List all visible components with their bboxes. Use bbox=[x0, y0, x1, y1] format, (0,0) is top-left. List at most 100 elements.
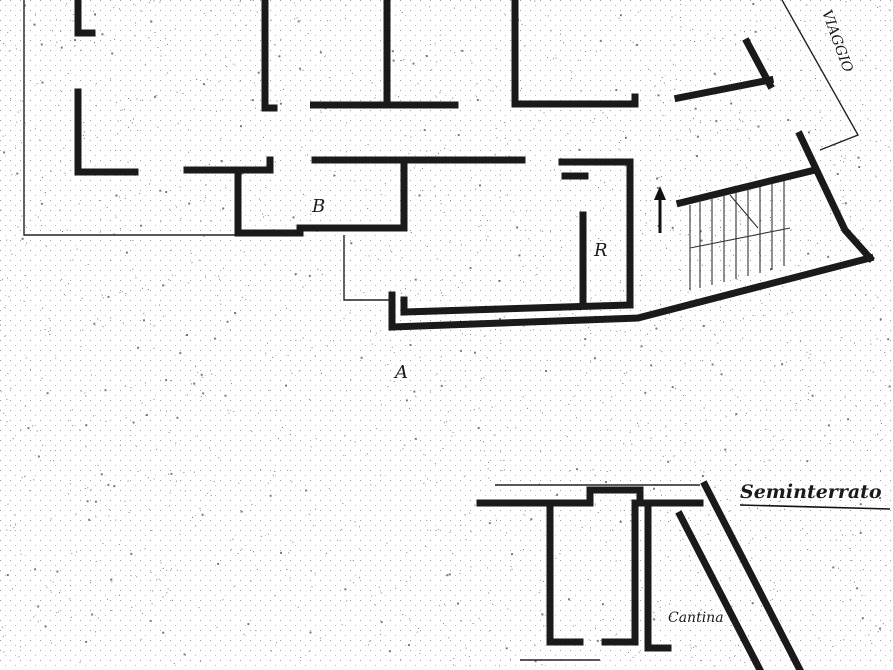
scan-speck bbox=[42, 444, 43, 446]
scan-speck bbox=[714, 486, 716, 488]
scan-speck bbox=[196, 79, 198, 80]
scan-speck bbox=[66, 3, 68, 5]
scan-speck bbox=[434, 463, 436, 465]
scan-speck bbox=[173, 663, 175, 664]
scan-speck bbox=[463, 476, 465, 478]
scan-speck bbox=[374, 604, 376, 605]
scan-speck bbox=[333, 340, 334, 342]
scan-speck bbox=[841, 337, 843, 339]
scan-speck bbox=[179, 352, 182, 355]
scan-speck bbox=[302, 69, 304, 71]
scan-speck bbox=[763, 461, 765, 463]
scan-speck bbox=[807, 239, 809, 241]
scan-speck bbox=[453, 658, 455, 659]
scan-speck bbox=[107, 483, 110, 486]
scan-speck bbox=[461, 282, 463, 284]
scan-speck bbox=[696, 135, 699, 138]
scan-speck bbox=[849, 598, 851, 600]
scan-speck bbox=[166, 72, 168, 74]
scan-speck bbox=[639, 285, 641, 286]
scan-speck bbox=[206, 78, 208, 80]
scan-speck bbox=[238, 482, 240, 484]
scan-speck bbox=[401, 292, 403, 294]
scan-speck bbox=[754, 30, 757, 33]
scan-speck bbox=[439, 605, 441, 607]
scan-speck bbox=[668, 521, 670, 523]
scan-speck bbox=[736, 278, 738, 280]
scan-speck bbox=[768, 293, 770, 295]
scan-speck bbox=[393, 381, 395, 382]
scan-speck bbox=[52, 581, 54, 583]
scan-speck bbox=[275, 314, 277, 316]
scan-speck bbox=[353, 582, 354, 584]
scan-speck bbox=[233, 12, 235, 14]
scan-speck bbox=[541, 613, 544, 616]
scan-speck bbox=[665, 426, 667, 428]
basement-title: Seminterrato bbox=[740, 481, 882, 503]
scan-speck bbox=[807, 549, 809, 551]
scan-speck bbox=[354, 521, 356, 523]
scan-speck bbox=[130, 387, 132, 389]
scan-speck bbox=[693, 117, 694, 119]
scan-speck bbox=[819, 111, 821, 113]
scan-speck bbox=[763, 314, 765, 316]
scan-speck bbox=[679, 530, 681, 532]
scan-speck bbox=[63, 147, 65, 149]
scan-speck bbox=[875, 176, 877, 178]
scan-speck bbox=[85, 424, 88, 427]
scan-speck bbox=[504, 13, 506, 15]
scan-speck bbox=[602, 112, 604, 114]
scan-speck bbox=[504, 137, 506, 139]
scan-speck bbox=[887, 245, 889, 247]
scan-speck bbox=[439, 34, 441, 36]
scan-speck bbox=[152, 590, 154, 592]
scan-speck bbox=[131, 122, 133, 124]
scan-speck bbox=[200, 373, 203, 376]
scan-speck bbox=[782, 286, 784, 288]
scan-speck bbox=[182, 93, 184, 94]
scan-speck bbox=[611, 396, 613, 398]
scan-speck bbox=[761, 605, 762, 607]
scan-speck bbox=[577, 384, 579, 386]
scan-speck bbox=[576, 468, 579, 471]
scan-speck bbox=[699, 230, 702, 233]
scan-speck bbox=[162, 596, 164, 598]
scan-speck bbox=[657, 601, 659, 602]
scan-speck bbox=[342, 502, 344, 504]
wall-bottom-inner bbox=[400, 296, 634, 316]
scan-speck bbox=[865, 294, 867, 296]
scan-speck bbox=[618, 17, 620, 19]
scan-speck bbox=[832, 646, 834, 647]
scan-speck bbox=[41, 225, 43, 227]
scan-speck bbox=[469, 665, 471, 667]
scan-speck bbox=[301, 146, 303, 148]
scan-speck bbox=[132, 421, 135, 424]
scan-speck bbox=[210, 10, 212, 12]
scan-speck bbox=[474, 504, 476, 506]
scan-speck bbox=[758, 252, 760, 254]
scan-speck bbox=[615, 560, 617, 562]
scan-speck bbox=[522, 265, 524, 267]
scan-speck bbox=[200, 221, 202, 222]
scan-speck bbox=[191, 262, 193, 264]
scan-speck bbox=[717, 132, 719, 134]
scan-speck bbox=[114, 38, 116, 40]
scan-speck bbox=[72, 14, 74, 15]
scan-speck bbox=[4, 307, 6, 309]
scan-speck bbox=[149, 323, 151, 325]
scan-speck bbox=[427, 478, 429, 480]
scan-speck bbox=[214, 337, 217, 340]
scan-speck bbox=[263, 136, 264, 138]
scan-speck bbox=[543, 625, 545, 627]
scan-speck bbox=[464, 370, 466, 372]
scan-speck bbox=[865, 55, 867, 57]
scan-speck bbox=[215, 110, 217, 112]
scan-speck bbox=[371, 82, 373, 84]
scan-speck bbox=[881, 423, 882, 424]
scan-speck bbox=[309, 118, 311, 120]
scan-speck bbox=[444, 380, 446, 382]
scan-speck bbox=[745, 412, 747, 414]
scan-speck bbox=[7, 503, 9, 505]
scan-speck bbox=[199, 508, 201, 510]
scan-speck bbox=[199, 660, 201, 662]
